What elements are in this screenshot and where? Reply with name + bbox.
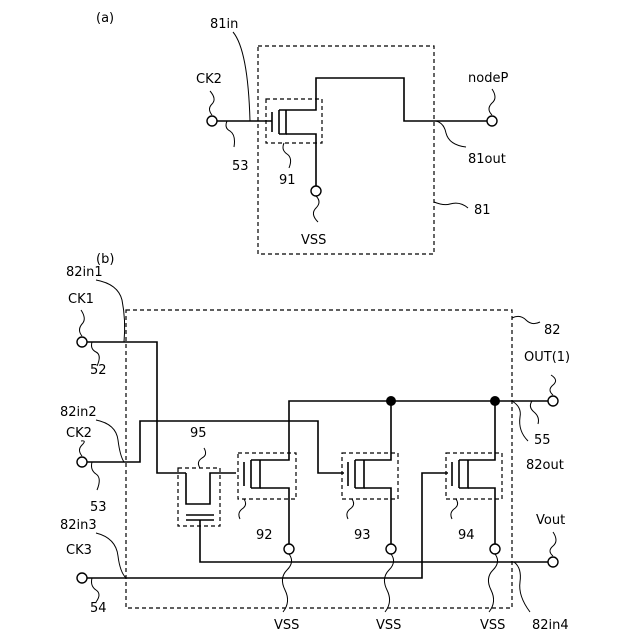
ref-91-label: 91: [279, 173, 296, 188]
terminal-82in3-label: 82in3: [60, 518, 97, 533]
ref-93-squiggle: [347, 499, 354, 519]
panel-a-label: (a): [96, 11, 114, 26]
ref-55-label: 55: [534, 433, 551, 448]
vss-pin-a: [311, 186, 321, 196]
nodep-squiggle: [489, 89, 495, 115]
block-82-label: 82: [544, 323, 561, 338]
ck2-input-pin: [207, 116, 217, 126]
out1-output-pin: [548, 396, 558, 406]
ref-95-label: 95: [190, 426, 207, 441]
block-82-leader: [512, 316, 540, 323]
ref-53-label-a: 53: [232, 159, 249, 174]
ck2-input-pin-b: [77, 457, 87, 467]
junction-dot-93: [386, 396, 396, 406]
ref-94-squiggle: [451, 499, 458, 519]
terminal-82in4-label: 82in4: [532, 618, 569, 633]
ck1-squiggle: [80, 310, 85, 336]
vss-label-a: VSS: [301, 233, 326, 248]
terminal-81out-label: 81out: [468, 152, 506, 167]
ref-95-squiggle: [198, 448, 205, 468]
ck2-label: CK2: [196, 72, 222, 87]
terminal-82in2-leader: [96, 420, 124, 462]
ref-92-label: 92: [256, 528, 273, 543]
ck2-label-squiggle: [210, 91, 215, 115]
vss-label-94: VSS: [480, 618, 505, 633]
ref-94-label: 94: [458, 528, 475, 543]
block-81-leader: [434, 202, 468, 208]
transistor-95-outline: [178, 468, 220, 526]
nodep-label: nodeP: [468, 71, 508, 86]
terminal-81in-label: 81in: [210, 17, 238, 32]
vss-squiggle-a: [313, 196, 319, 222]
terminal-82out-leader: [512, 401, 528, 441]
ck1-wire-to-95: [87, 342, 186, 473]
terminal-82out-label: 82out: [526, 458, 564, 473]
ck1-input-pin: [77, 337, 87, 347]
ref-53-squiggle-a: [226, 121, 235, 147]
ck1-label: CK1: [68, 292, 94, 307]
terminal-81out-leader: [436, 121, 466, 147]
transistor-93-drain: [355, 401, 391, 488]
terminal-82in4-leader: [514, 562, 530, 612]
vout-output-pin: [548, 557, 558, 567]
vout-squiggle: [550, 532, 556, 556]
ref-92-squiggle: [239, 499, 246, 519]
vss-label-93: VSS: [376, 618, 401, 633]
ck2-label-b: CK2: [66, 426, 92, 441]
terminal-81in-leader: [233, 32, 250, 121]
vss-label-92: VSS: [274, 618, 299, 633]
block-81-label: 81: [474, 203, 491, 218]
vss-pin-94: [490, 544, 500, 554]
ref-52-label: 52: [90, 363, 107, 378]
ref-53-label-b: 53: [90, 500, 107, 515]
ref-93-label: 93: [354, 528, 371, 543]
nodep-output-pin: [487, 116, 497, 126]
transistor-92-drain: [251, 401, 497, 488]
transistor-91-outline: [266, 99, 322, 143]
transistor-95-body: [186, 473, 216, 504]
ref-54-label: 54: [90, 601, 107, 616]
ck2-squiggle-b: [80, 441, 85, 456]
vout-label: Vout: [536, 513, 565, 528]
terminal-82in1-leader: [96, 280, 125, 342]
ref-53-squiggle-b: [92, 462, 100, 490]
transistor-94-drain: [459, 401, 495, 488]
vss-pin-92: [284, 544, 294, 554]
terminal-82in3-leader: [96, 533, 126, 578]
terminal-82in2-label: 82in2: [60, 405, 97, 420]
vss-pin-93: [386, 544, 396, 554]
ref-55-squiggle: [530, 401, 538, 424]
ref-54-squiggle: [92, 578, 100, 602]
out1-squiggle: [550, 375, 556, 395]
block-82-outline: [126, 310, 512, 608]
transistor-91-drain-to-output: [279, 78, 487, 134]
ck3-input-pin: [77, 573, 87, 583]
ck3-label: CK3: [66, 543, 92, 558]
out1-label: OUT(1): [524, 350, 570, 365]
terminal-82in1-label: 82in1: [66, 265, 103, 280]
ref-91-squiggle: [283, 143, 291, 168]
